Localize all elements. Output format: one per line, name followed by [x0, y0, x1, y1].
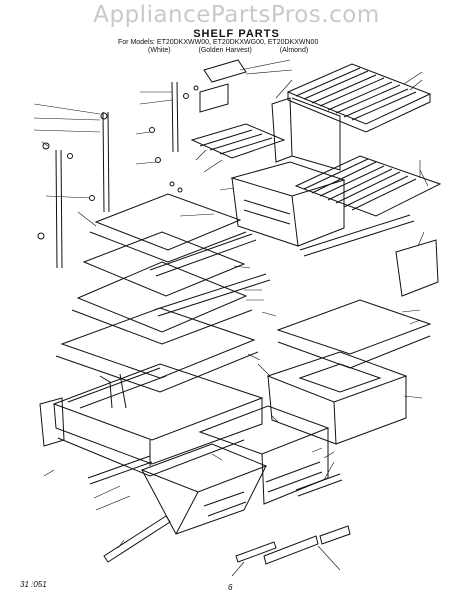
egg-tray [190, 123, 286, 159]
watermark: AppliancePartsPros.com [93, 2, 380, 28]
footer-code: 31 :051 [20, 580, 47, 589]
right-crisper-drawer [266, 351, 408, 445]
page-number: 6 [228, 583, 233, 592]
variant-golden-harvest: (Golden Harvest) [198, 47, 252, 54]
color-variants: (White) (Golden Harvest) (Almond) [148, 47, 308, 54]
middle-wire-shelf [294, 155, 442, 257]
lower-crisper-drawers [140, 405, 330, 535]
adjustable-shelf-frame [199, 59, 341, 171]
drawer-slides-and-trim [87, 455, 351, 565]
meat-drawer [230, 161, 346, 247]
right-glass-shelf [276, 299, 432, 369]
upper-wire-shelf [286, 63, 432, 133]
left-shelf-rails [37, 81, 199, 269]
door-bin [395, 239, 439, 297]
left-glass-shelves [55, 193, 271, 393]
callout-leaders [33, 59, 429, 577]
variant-almond: (Almond) [279, 47, 309, 54]
diagram-title: SHELF PARTS [193, 28, 280, 40]
models-line: For Models: ET20DKXWW00, ET20DKXWG00, ET… [118, 39, 319, 46]
variant-white: (White) [148, 47, 171, 54]
crisper-cabinet [39, 363, 264, 477]
